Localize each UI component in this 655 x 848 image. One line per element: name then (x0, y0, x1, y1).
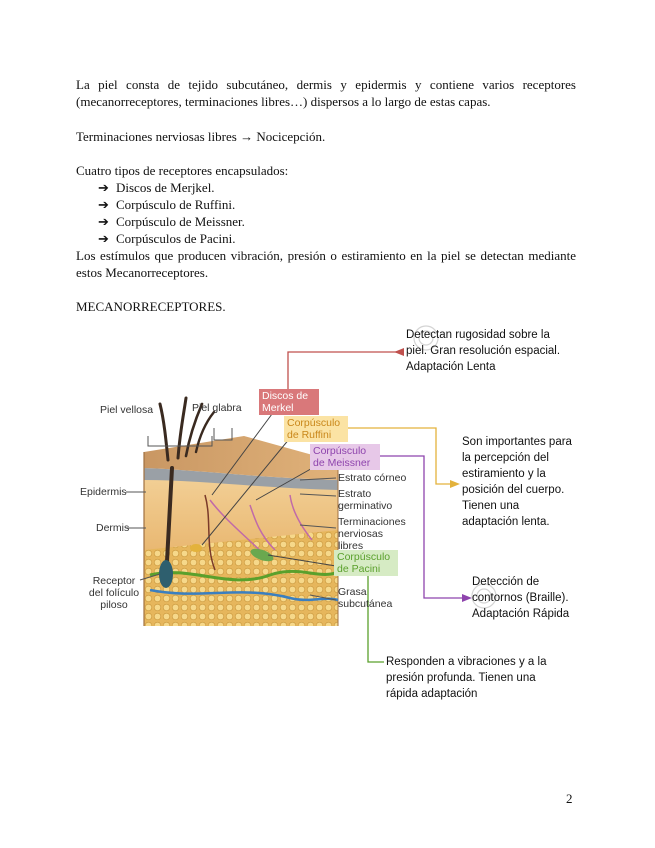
intro-paragraph-line-2: (mecanorreceptores, terminaciones libres… (76, 94, 491, 109)
ruffini-corpuscle-shape (190, 544, 202, 552)
leader-corneo (299, 477, 337, 481)
leader-merkel (211, 413, 273, 496)
leader-germinativo (299, 493, 337, 497)
note-pacini: Responden a vibraciones y a la presión p… (386, 656, 547, 700)
label-dermis: Dermis (96, 522, 130, 534)
leader-terminaciones (299, 524, 337, 529)
arrow-icon: ➔ (98, 180, 109, 195)
vessel-blue (149, 588, 339, 602)
label-piel-glabra: Piel glabra (192, 402, 242, 414)
intro-paragraph-line-1: La piel consta de tejido subcutáneo, der… (76, 77, 576, 92)
page-number: 2 (566, 791, 573, 806)
section-heading: MECANORRECEPTORES. (76, 299, 226, 314)
vessel-green (149, 570, 339, 582)
free-endings-line: Terminaciones nerviosas libres → Nocicep… (76, 129, 326, 144)
arrow-icon: ➔ (98, 197, 109, 212)
skin-block (143, 436, 339, 626)
arrowhead-ruffini (450, 480, 460, 488)
box-ruffini: Corpúsculo de Ruffini (284, 416, 348, 442)
label-receptor-foliculo: Receptor del folículo piloso (88, 575, 140, 611)
encapsulated-intro: Cuatro tipos de receptores encapsulados: (76, 163, 289, 178)
note-meissner: Detección de contornos (Braille). Adapta… (472, 576, 570, 620)
stimuli-line-2: estos Mecanorreceptores. (76, 265, 209, 280)
arrow-icon: ➔ (98, 231, 109, 246)
skin-surface (144, 436, 338, 480)
bracket-glabra (213, 428, 233, 441)
leader-meissner (255, 465, 317, 501)
label-estrato-corneo: Estrato córneo (338, 472, 407, 484)
bullet-ruffini: ➔Corpúsculo de Ruffini. (98, 197, 236, 212)
stimuli-line-1: Los estímulos que producen vibración, pr… (76, 248, 576, 263)
note-ruffini: Son importantes para la percepción del e… (462, 436, 572, 528)
box-meissner: Corpúsculo de Meissner (310, 444, 380, 470)
label-terminaciones: Terminaciones nerviosas libres (338, 516, 406, 552)
label-estrato-germinativo: Estrato germinativo (338, 488, 393, 512)
bullet-pacini: ➔Corpúsculos de Pacini. (98, 231, 236, 246)
leader-grasa (309, 594, 337, 601)
bullet-merkel: ➔Discos de Merjkel. (98, 180, 215, 195)
arrow-icon: ➔ (98, 214, 109, 229)
fat-layer (144, 528, 338, 626)
leader-pacini (267, 554, 337, 567)
hair-follicle (159, 560, 173, 588)
connector-ruffini (348, 427, 454, 485)
label-piel-vellosa: Piel vellosa (100, 404, 154, 416)
box-merkel: Discos de Merkel (259, 389, 319, 415)
arrowhead-meissner (462, 594, 472, 602)
epidermis-layer (144, 468, 338, 490)
label-epidermis: Epidermis (80, 486, 127, 498)
leader-receptor (139, 573, 161, 581)
arrowhead-merkel (394, 348, 404, 356)
pacini-corpuscle-shape (250, 548, 274, 562)
bullet-meissner: ➔Corpúsculo de Meissner. (98, 214, 245, 229)
connector-meissner (378, 455, 466, 599)
leader-ruffini (201, 437, 291, 546)
nerve-main (204, 494, 216, 571)
watermark-icon (413, 325, 497, 609)
box-pacini: Corpúsculo de Pacini (334, 550, 398, 576)
connector-pacini (367, 565, 392, 663)
connector-merkel (287, 351, 398, 390)
bracket-vellosa (147, 436, 213, 447)
note-merkel: Detectan rugosidad sobre la piel. Gran r… (406, 329, 561, 373)
label-grasa-subcutanea: Grasa subcutánea (338, 586, 393, 610)
